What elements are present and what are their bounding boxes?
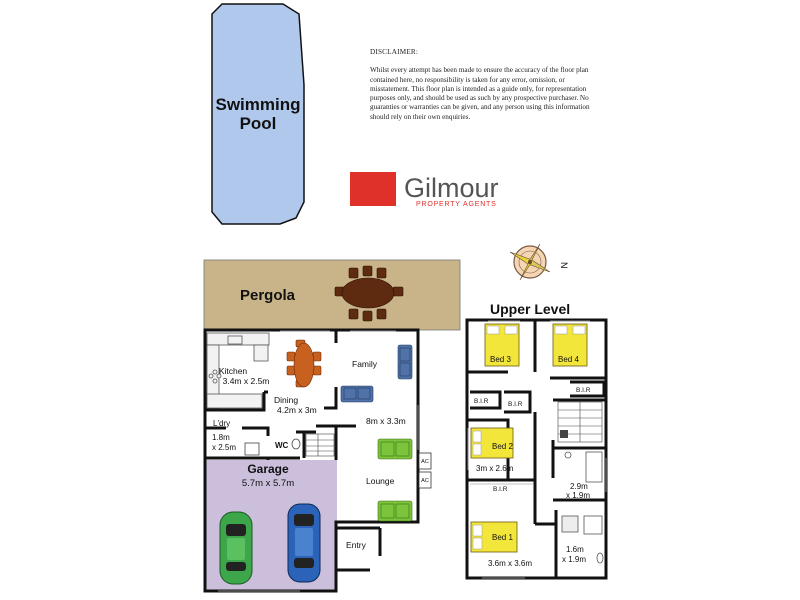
disclaimer: DISCLAIMER: Whilst every attempt has bee… <box>370 48 602 122</box>
car-blue-icon <box>287 503 321 583</box>
bed-2: Bed 2 3m x 2.6m <box>470 427 514 473</box>
bed-4: Bed 4 <box>552 323 588 367</box>
ensuite-size-1: 1.6m <box>566 545 584 554</box>
logo-wordmark: Gilmour <box>404 173 499 203</box>
dining-label: Dining <box>274 395 298 405</box>
dining-size: 4.2m x 3m <box>277 405 317 415</box>
pergola: Pergola <box>203 259 461 331</box>
laundry-size-2: x 2.5m <box>212 443 236 452</box>
pergola-label: Pergola <box>240 287 296 304</box>
lounge-label: Lounge <box>366 476 395 486</box>
bath-size-2: x 1.9m <box>566 491 590 500</box>
bed-2-label: Bed 2 <box>492 442 513 451</box>
ac-label-2: AC <box>421 478 429 484</box>
sofa-green-bottom <box>377 500 413 522</box>
bathroom: 2.9m x 1.9m <box>564 451 603 500</box>
ac-label-1: AC <box>421 459 429 465</box>
garage-label: Garage <box>247 462 289 476</box>
bir-label-4: B.I.R <box>493 486 508 493</box>
ensuite: 1.6m x 1.9m <box>561 515 604 564</box>
family-size: 8m x 3.3m <box>366 416 406 426</box>
laundry-tub-icon <box>244 442 260 456</box>
ensuite-size-2: x 1.9m <box>562 555 586 564</box>
compass-icon: N <box>509 243 569 281</box>
bir-label-3: B.I.R <box>576 387 591 394</box>
pool-label-line1: Swimming <box>215 95 300 114</box>
dining-table <box>286 339 322 388</box>
sofa-blue-horizontal <box>340 385 374 403</box>
upper-floor-walls <box>465 318 608 580</box>
ground-floor-walls <box>203 328 420 593</box>
ground-floor-windows <box>218 330 419 592</box>
upper-level-title: Upper Level <box>490 301 570 317</box>
bed-2-size: 3m x 2.6m <box>476 464 514 473</box>
sofa-blue-vertical <box>397 344 413 380</box>
toilet-icon <box>291 438 301 450</box>
sofa-green-top <box>377 438 413 460</box>
kitchen-cabinets <box>206 332 270 409</box>
bed-1: Bed 1 3.6m x 3.6m <box>470 521 532 568</box>
bed-1-label: Bed 1 <box>492 533 513 542</box>
entry-label: Entry <box>346 540 367 550</box>
disclaimer-heading: DISCLAIMER: <box>370 48 419 56</box>
gilmour-logo: Gilmour PROPERTY AGENTS <box>350 172 499 208</box>
swimming-pool: Swimming Pool <box>211 3 305 225</box>
bed-3-label: Bed 3 <box>490 355 511 364</box>
bed-4-label: Bed 4 <box>558 355 579 364</box>
garage: Garage 5.7m x 5.7m <box>206 460 337 591</box>
bed-1-size: 3.6m x 3.6m <box>488 559 532 568</box>
outdoor-table <box>334 265 404 322</box>
upper-floor-windows <box>467 320 607 579</box>
pool-shape <box>211 3 305 225</box>
bed-3: Bed 3 <box>484 323 520 367</box>
laundry-label: L'dry <box>213 419 230 428</box>
ac-units: AC AC <box>418 452 432 489</box>
kitchen-label: Kitchen <box>219 366 248 376</box>
stair-arrow-icon <box>560 430 568 438</box>
car-green-icon <box>219 511 253 585</box>
pool-label-line2: Pool <box>240 114 277 133</box>
bir-label-2: B.I.R <box>508 401 523 408</box>
laundry-size-1: 1.8m <box>212 433 230 442</box>
bath-size-1: 2.9m <box>570 482 588 491</box>
kitchen-size: 3.4m x 2.5m <box>223 376 270 386</box>
family-label: Family <box>352 359 378 369</box>
ground-stairs <box>305 433 335 457</box>
wc-label: WC <box>275 441 289 450</box>
bir-label-1: B.I.R <box>474 398 489 405</box>
garage-size: 5.7m x 5.7m <box>242 478 294 489</box>
compass-north-letter: N <box>559 262 569 269</box>
logo-red-square <box>350 172 396 206</box>
disclaimer-body: Whilst every attempt has been made to en… <box>370 66 590 121</box>
logo-tagline: PROPERTY AGENTS <box>416 201 497 208</box>
